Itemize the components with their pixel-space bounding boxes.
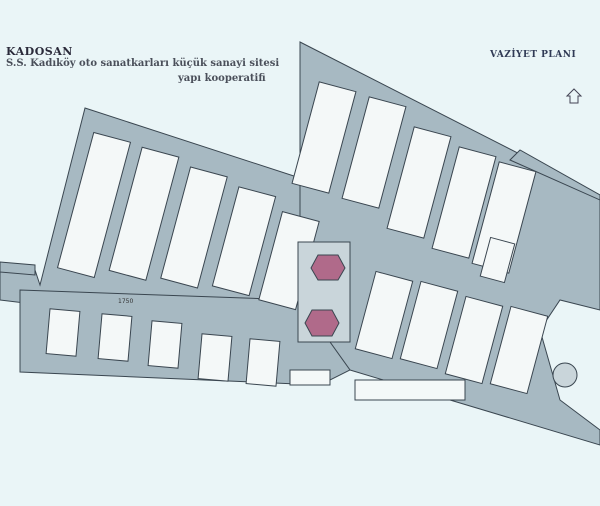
building-block — [399, 280, 459, 370]
building-block — [97, 313, 133, 362]
canopy-bottom — [304, 309, 340, 337]
building-block — [197, 333, 233, 382]
canopy-top — [310, 254, 346, 281]
building-block — [160, 166, 228, 289]
building-block — [341, 96, 407, 209]
road-east — [509, 149, 600, 201]
building-block — [354, 270, 414, 360]
building-block — [245, 338, 281, 387]
north-arrow-icon — [565, 88, 583, 104]
building-block — [211, 186, 277, 297]
subtitle-line-2: yapı kooperatifi — [178, 73, 266, 84]
building-block — [444, 295, 504, 385]
building-block — [291, 81, 357, 194]
central-plaza — [297, 241, 351, 343]
building-block — [479, 236, 516, 284]
plan-title: VAZİYET PLANI — [490, 50, 577, 60]
building-block — [56, 131, 132, 279]
building-block — [489, 305, 549, 395]
bottom-structures — [289, 362, 578, 401]
block-label: 1750 — [118, 298, 133, 305]
building-block — [45, 308, 81, 357]
building-block — [108, 146, 180, 281]
building-block — [386, 126, 452, 239]
building-block — [147, 320, 183, 369]
building-block — [431, 146, 497, 259]
brand-title: KADOSAN — [6, 45, 73, 58]
subtitle-line-1: S.S. Kadıköy oto sanatkarları küçük sana… — [6, 58, 280, 69]
road-west — [0, 261, 36, 276]
